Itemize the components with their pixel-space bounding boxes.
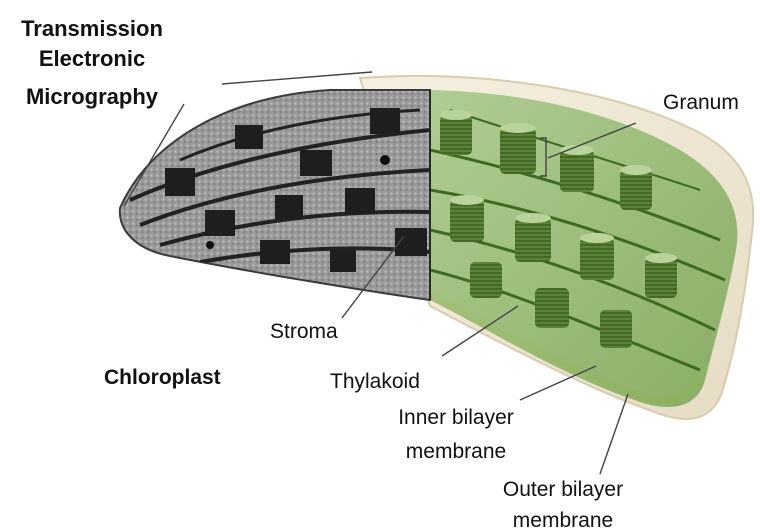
outer-membrane-label-line1: Outer bilayer (503, 478, 623, 501)
granum-label: Granum (663, 91, 739, 114)
tem-label-line2: Electronic (39, 46, 145, 71)
inner-membrane-label-line1: Inner bilayer (398, 406, 514, 429)
chloroplast-label: Chloroplast (104, 366, 221, 389)
tem-bracket (222, 72, 372, 84)
outer-membrane-leader (600, 394, 628, 474)
tem-label-line1: Transmission (21, 16, 163, 41)
inner-membrane-label-line2: membrane (406, 440, 506, 463)
stroma-label: Stroma (270, 320, 338, 343)
thylakoid-label: Thylakoid (330, 370, 420, 393)
outer-membrane-label-line2: membrane (513, 509, 613, 532)
tem-label-line3: Micrography (26, 84, 159, 109)
